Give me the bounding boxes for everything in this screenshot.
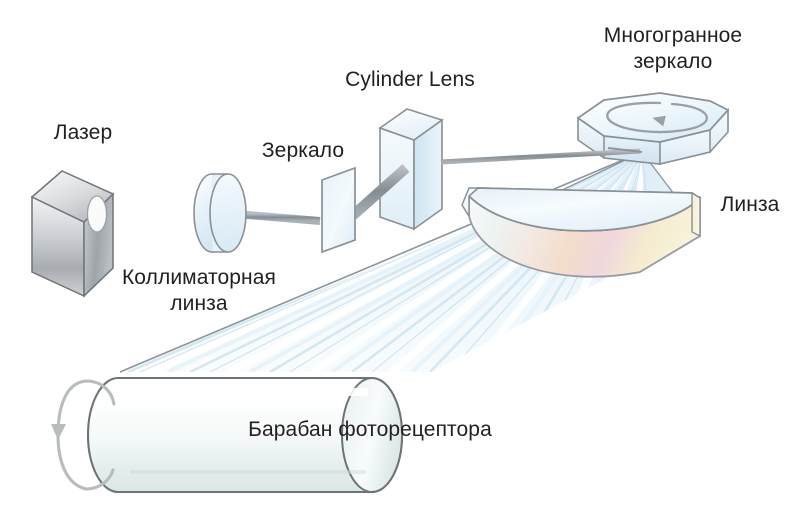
- label-photoreceptor-drum: Барабан фоторецептора: [248, 418, 492, 441]
- mirror: [321, 166, 356, 254]
- laser-aperture-icon: [86, 195, 108, 233]
- cylinder-lens: [378, 108, 444, 231]
- label-cylinder-lens: Cylinder Lens: [345, 68, 475, 91]
- label-mirror: Зеркало: [261, 139, 345, 162]
- drum-rotation-arrow-icon: [51, 379, 116, 491]
- polygon-rotation-arrow-icon: [606, 101, 708, 134]
- label-laser: Лазер: [53, 121, 113, 144]
- collimator-lens: [193, 173, 247, 253]
- laser-box: [30, 170, 115, 298]
- f-theta-lens: [461, 187, 702, 278]
- beam-path: [108, 147, 643, 225]
- photoreceptor-drum: [86, 376, 404, 494]
- label-lens: Линза: [720, 193, 780, 216]
- label-collimator-lens: Коллиматорная линза: [121, 266, 277, 315]
- label-polygon-mirror: Многогранное зеркало: [603, 24, 743, 73]
